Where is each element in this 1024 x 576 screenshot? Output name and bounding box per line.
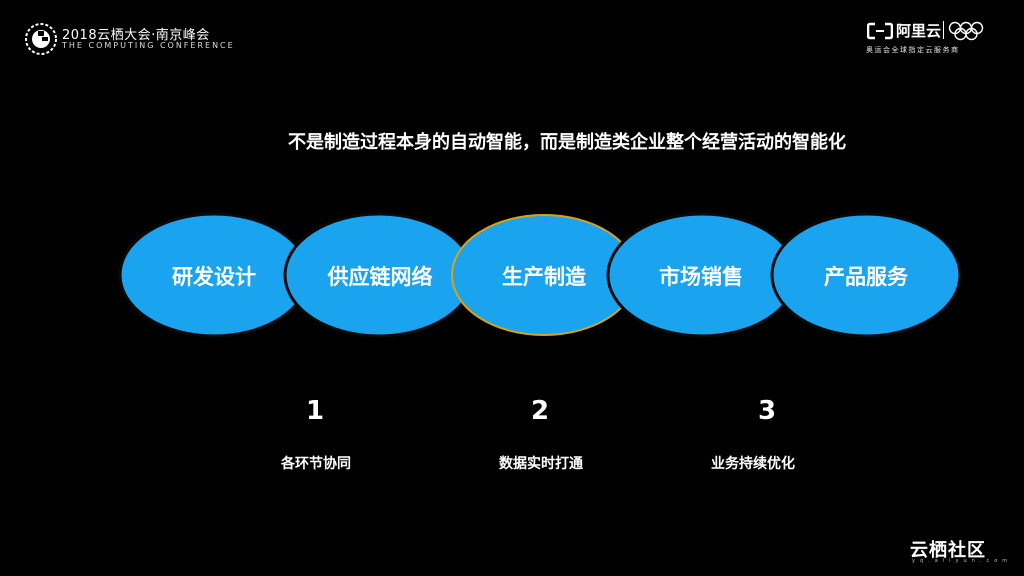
- point-text-2: 数据实时打通: [499, 456, 583, 472]
- brand-tagline: 奥运会全球指定云服务商: [866, 46, 960, 54]
- brand-divider: [943, 21, 944, 39]
- community-logo-text: 云栖社区: [910, 540, 986, 561]
- point-text-3: 业务持续优化: [711, 456, 795, 472]
- slide-headline: 不是制造过程本身的自动智能，而是制造类企业整个经营活动的智能化: [288, 132, 846, 153]
- point-number-2: 2: [530, 396, 550, 426]
- alibaba-cloud-logo-icon: [867, 22, 893, 40]
- point-number-3: 3: [757, 396, 777, 426]
- conference-subtitle: THE COMPUTING CONFERENCE: [62, 41, 235, 50]
- olympic-rings-icon: [948, 21, 984, 41]
- chain-label-supply-chain: 供应链网络: [327, 265, 433, 289]
- chain-label-manufacturing: 生产制造: [502, 265, 586, 289]
- chain-label-marketing-sales: 市场销售: [659, 265, 743, 289]
- chain-label-research-design: 研发设计: [172, 265, 256, 289]
- point-number-1: 1: [305, 396, 325, 426]
- brand-name: 阿里云: [896, 22, 942, 40]
- community-subtext: yq.aliyun.com: [912, 558, 1013, 564]
- chain-label-product-service: 产品服务: [824, 265, 908, 289]
- conference-logo-icon: [25, 23, 57, 55]
- point-text-1: 各环节协同: [281, 456, 351, 472]
- conference-title: 2018云栖大会·南京峰会: [62, 28, 210, 43]
